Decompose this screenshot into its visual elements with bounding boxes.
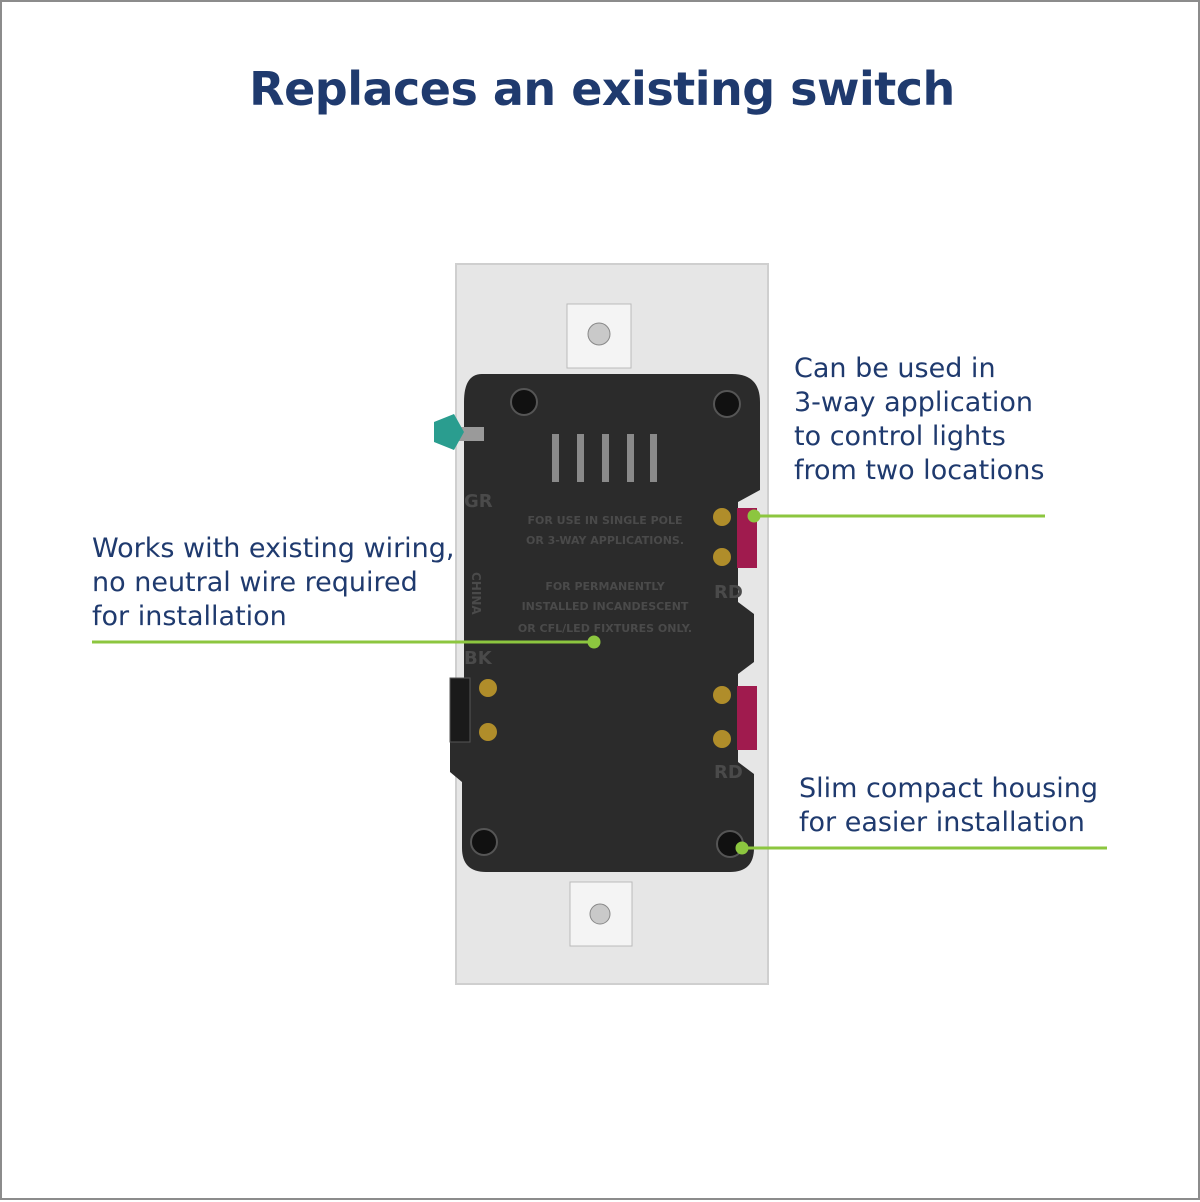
leader-dot-housing bbox=[735, 841, 749, 855]
rating-line-3: FOR PERMANENTLY bbox=[545, 580, 665, 593]
rating-line-2: OR 3-WAY APPLICATIONS. bbox=[526, 534, 684, 547]
switch-housing bbox=[450, 374, 760, 872]
leader-lines bbox=[92, 509, 1107, 855]
rating-line-5: OR CFL/LED FIXTURES ONLY. bbox=[518, 622, 692, 635]
red-terminal-top-label: RD bbox=[714, 582, 743, 603]
rating-line-1: FOR USE IN SINGLE POLE bbox=[527, 514, 682, 527]
red-terminal-bottom bbox=[713, 686, 757, 750]
rating-line-4: INSTALLED INCANDESCENT bbox=[522, 600, 689, 613]
origin-label: CHINA bbox=[469, 572, 483, 615]
black-terminal-label: BK bbox=[464, 648, 493, 669]
red-terminal-bottom-label: RD bbox=[714, 762, 743, 783]
ground-screw bbox=[434, 414, 484, 450]
callout-slim-housing: Slim compact housing for easier installa… bbox=[799, 773, 1098, 838]
leader-dot-wiring bbox=[587, 635, 601, 649]
ground-label: GR bbox=[464, 491, 493, 512]
top-mounting-screw bbox=[587, 322, 611, 346]
bottom-mounting-screw bbox=[589, 903, 611, 925]
black-terminal bbox=[449, 677, 497, 743]
vent-slots bbox=[552, 434, 657, 482]
callout-existing-wiring: Works with existing wiring, no neutral w… bbox=[92, 533, 455, 632]
page-title: Replaces an existing switch bbox=[249, 62, 955, 116]
callout-3way-application: Can be used in 3-way application to cont… bbox=[794, 353, 1045, 486]
leader-dot-3way bbox=[747, 509, 761, 523]
housing-screws bbox=[470, 388, 744, 858]
red-terminal-top bbox=[713, 508, 757, 568]
